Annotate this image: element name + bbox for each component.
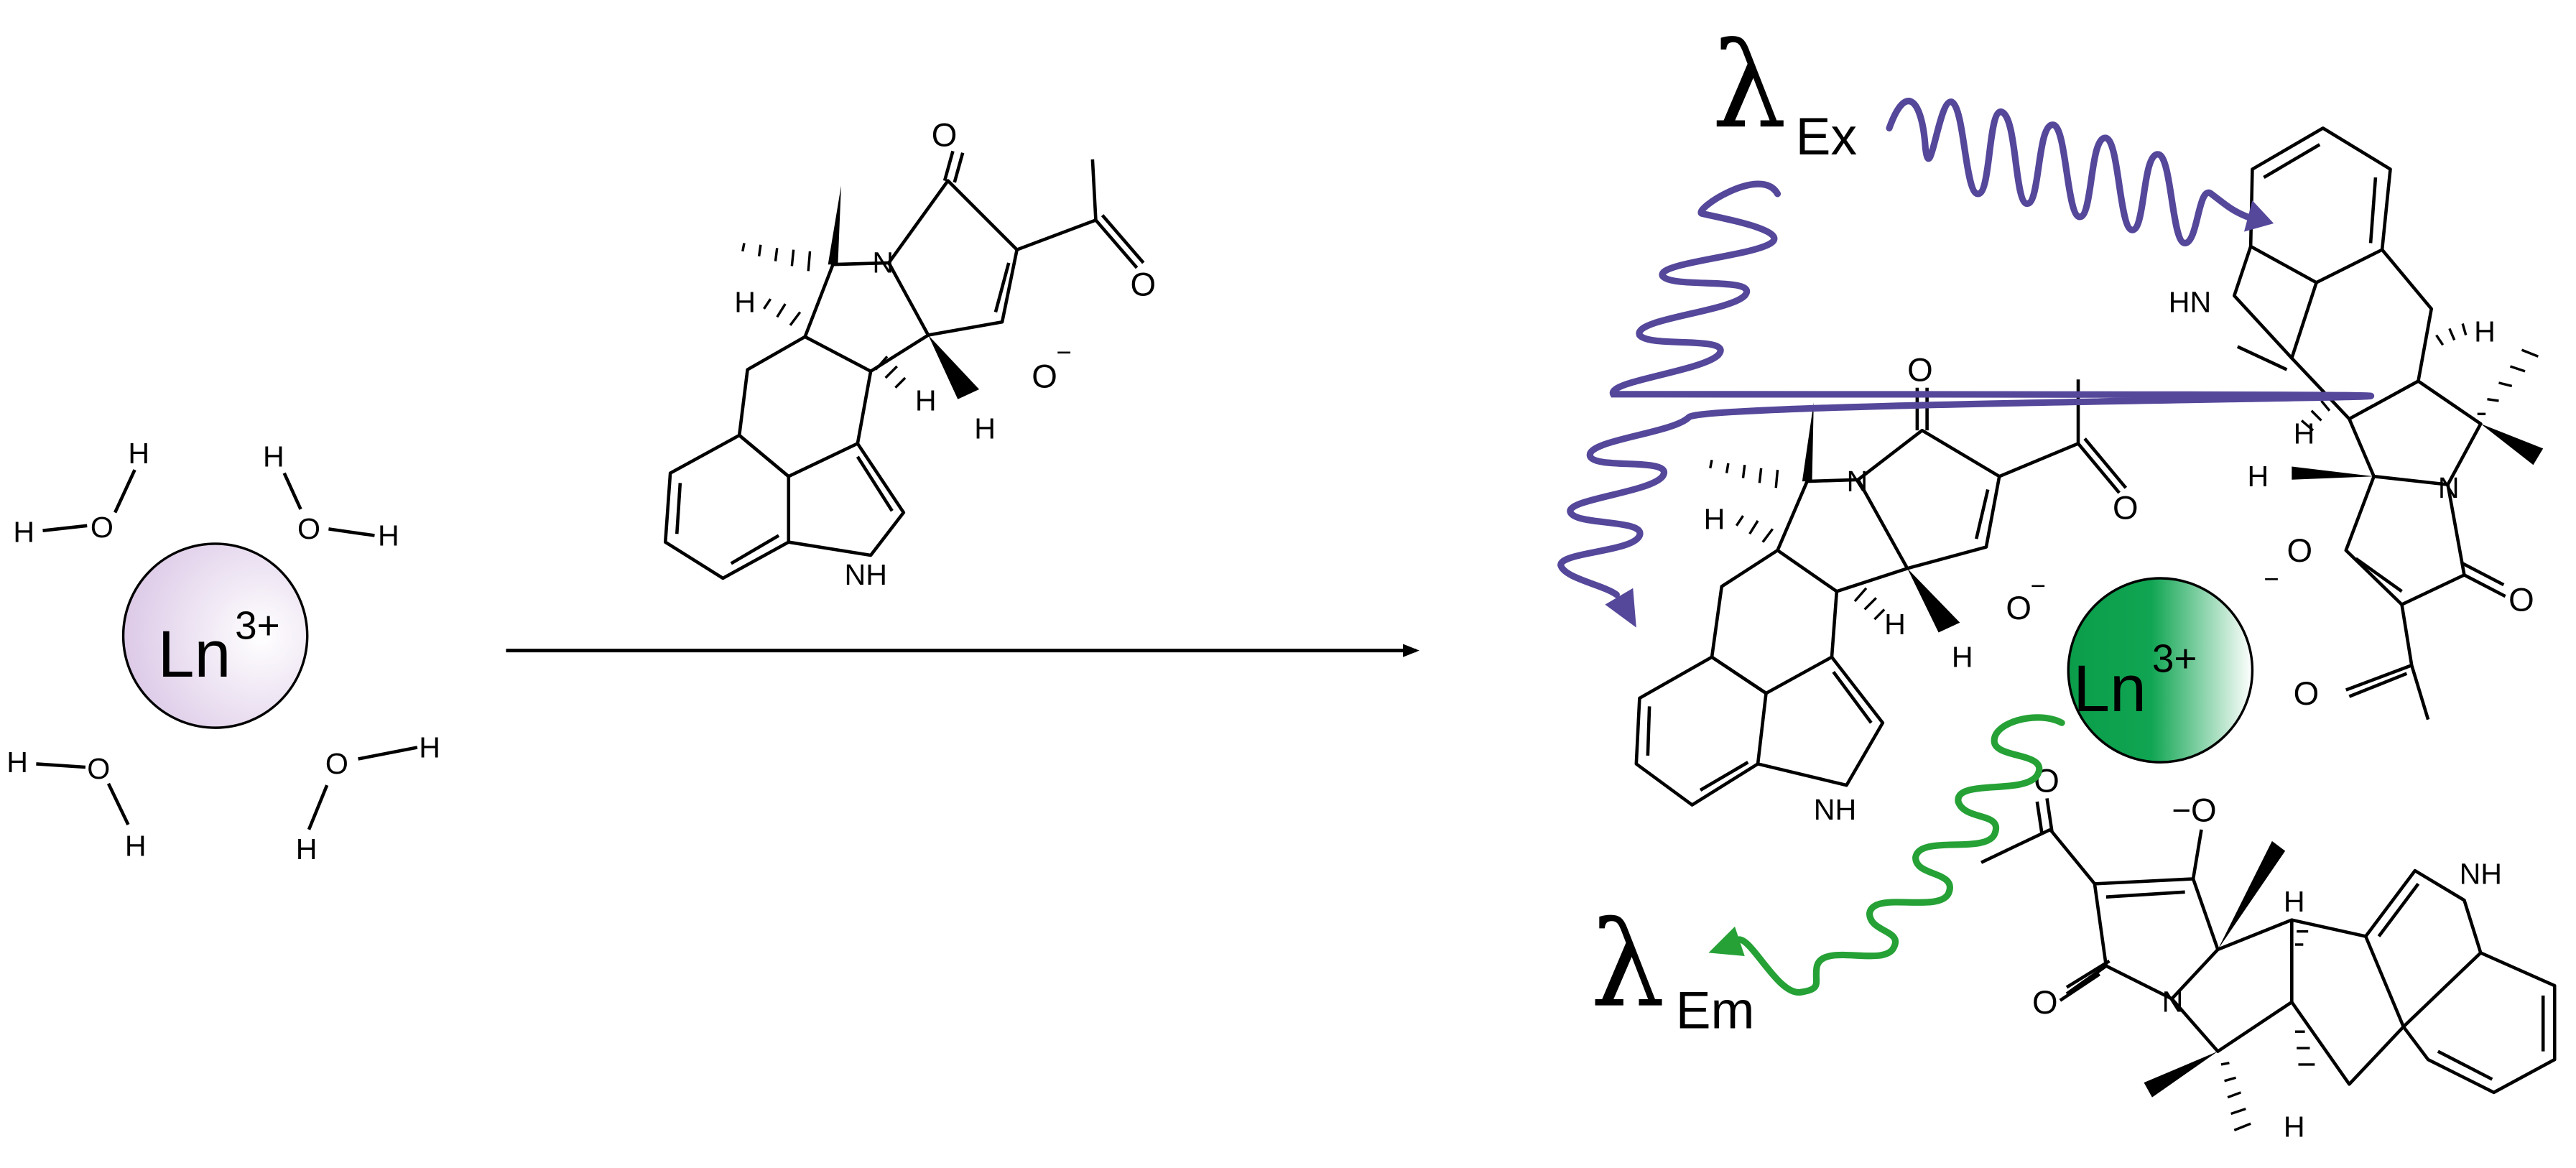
excitation-arrowhead-2 <box>1605 588 1636 628</box>
ligand-nh: NH <box>845 558 887 591</box>
water-hydrogen: H <box>419 731 440 764</box>
ligand-hn: HN <box>2169 286 2211 319</box>
water-hydrogen: H <box>296 833 318 866</box>
ligand-hydrogen: H <box>2474 315 2496 348</box>
ligand-oxide: O <box>1032 358 1057 395</box>
ligand-hydrogen: H <box>734 286 756 319</box>
ion-sphere-reactant <box>121 542 309 729</box>
water-oxygen: O <box>87 752 110 785</box>
ligand-oxygen: O <box>2032 984 2058 1021</box>
ion-charge-product: 3+ <box>2152 636 2197 680</box>
ligand-nitrogen: N <box>2162 986 2184 1019</box>
ligand-oxygen: O <box>2113 490 2139 527</box>
ligand-oxide: O <box>2006 590 2031 626</box>
lanthanide-complex: Ln 3+ O <box>1557 17 2557 1144</box>
ligand-hydrogen: H <box>1704 502 1725 535</box>
emission-wave <box>1735 714 2065 996</box>
ligand-minus-oxygen: −O <box>2172 792 2216 828</box>
water-molecule <box>42 469 136 532</box>
water-hydrogen: H <box>263 440 284 473</box>
complex-ligand-left: O O N O − H H H NH <box>1634 352 2139 826</box>
water-molecule <box>36 762 130 826</box>
ion-sphere-product <box>2067 577 2254 764</box>
water-hydrogen: H <box>13 516 34 549</box>
ligand-nitrogen: N <box>872 246 894 279</box>
water-oxygen: O <box>297 512 320 545</box>
water-oxygen: O <box>325 747 348 780</box>
ligand-oxygen: O <box>1130 266 1156 303</box>
ligand-nitrogen: N <box>2438 471 2460 504</box>
ligand-hydrogen: H <box>2284 885 2305 918</box>
ligand-oxide: O <box>2287 532 2312 569</box>
water-hydrogen: H <box>128 437 149 470</box>
ion-symbol-product: Ln <box>2073 652 2146 726</box>
ligand-nh: NH <box>2460 857 2502 890</box>
excitation-wave-1 <box>1886 98 2251 247</box>
emission-subscript: Em <box>1676 981 1755 1040</box>
ligand-hydrogen: H <box>2248 460 2269 493</box>
water-oxygen: O <box>91 511 113 544</box>
excitation-lambda: λ <box>1712 17 1787 154</box>
excitation-subscript: Ex <box>1796 107 1857 166</box>
ligand-charge: − <box>1057 338 1072 367</box>
ligand-nitrogen: N <box>1847 465 1868 498</box>
ion-symbol-reactant: Ln <box>158 618 231 691</box>
ion-charge-reactant: 3+ <box>235 603 280 648</box>
emission-lambda: λ <box>1590 896 1665 1034</box>
water-hydrogen: H <box>6 746 28 779</box>
hydrated-lanthanide-ion: Ln 3+ H O H H O H H O H H O H <box>6 437 440 866</box>
complex-ligand-lower-right: O −O O N H H NH <box>1980 762 2557 1144</box>
ligand-hydrogen: H <box>1952 640 1973 673</box>
water-hydrogen: H <box>378 519 399 552</box>
emission-arrowhead <box>1708 926 1745 956</box>
excitation-arrowhead-1 <box>2243 200 2274 232</box>
ligand-charge: − <box>2031 571 2046 601</box>
excitation-wave-2 <box>1557 180 2374 598</box>
ligand-charge: − <box>2264 565 2279 594</box>
complex-ligand-upper-right: HN H H H N O − O O <box>2169 126 2544 720</box>
ligand-hydrogen: H <box>974 412 996 445</box>
ligand-hydrogen: H <box>2294 417 2315 450</box>
ligand-nh: NH <box>1814 793 1856 826</box>
ligand-oxygen: O <box>2508 582 2534 618</box>
ligand-oxygen: O <box>932 117 958 154</box>
water-molecule <box>307 746 418 830</box>
ligand-hydrogen: H <box>1884 608 1906 641</box>
water-molecule <box>282 472 375 537</box>
ligand-oxygen: O <box>1907 352 1933 389</box>
ligand-oxygen: O <box>2294 675 2320 712</box>
ligand-hydrogen: H <box>915 384 937 417</box>
ligand-hydrogen: H <box>2284 1111 2305 1144</box>
water-hydrogen: H <box>125 829 147 862</box>
ligand-reagent: O O N O − H H H NH <box>663 117 1156 591</box>
